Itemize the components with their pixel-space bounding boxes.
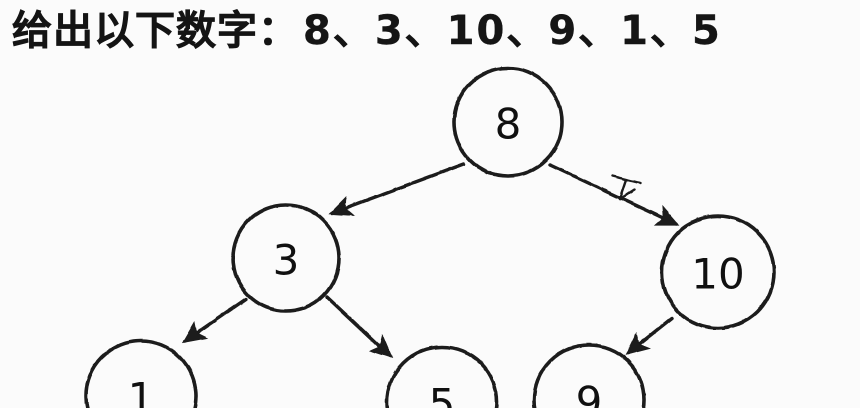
node-circle-1[interactable] <box>84 339 198 408</box>
edge-3-to-5 <box>325 295 393 359</box>
node-circle-3[interactable] <box>231 203 341 313</box>
stray-scribble-mark <box>610 174 642 201</box>
tree-nodes <box>84 66 776 408</box>
tree-edges <box>181 162 680 359</box>
node-circle-9[interactable] <box>532 343 646 408</box>
node-circle-5[interactable] <box>385 345 499 408</box>
edge-3-to-1 <box>181 297 248 344</box>
edge-10-to-9 <box>625 316 674 356</box>
node-circle-8[interactable] <box>452 66 564 178</box>
number-sequence: 8、3、10、9、1、5 <box>303 8 722 54</box>
edge-8-to-10 <box>548 163 680 226</box>
edge-8-to-3 <box>328 162 466 216</box>
prompt-label: 给出以下数字： <box>12 8 299 54</box>
node-circle-10[interactable] <box>660 214 776 330</box>
problem-statement: 给出以下数字： 8、3、10、9、1、5 <box>0 0 860 62</box>
